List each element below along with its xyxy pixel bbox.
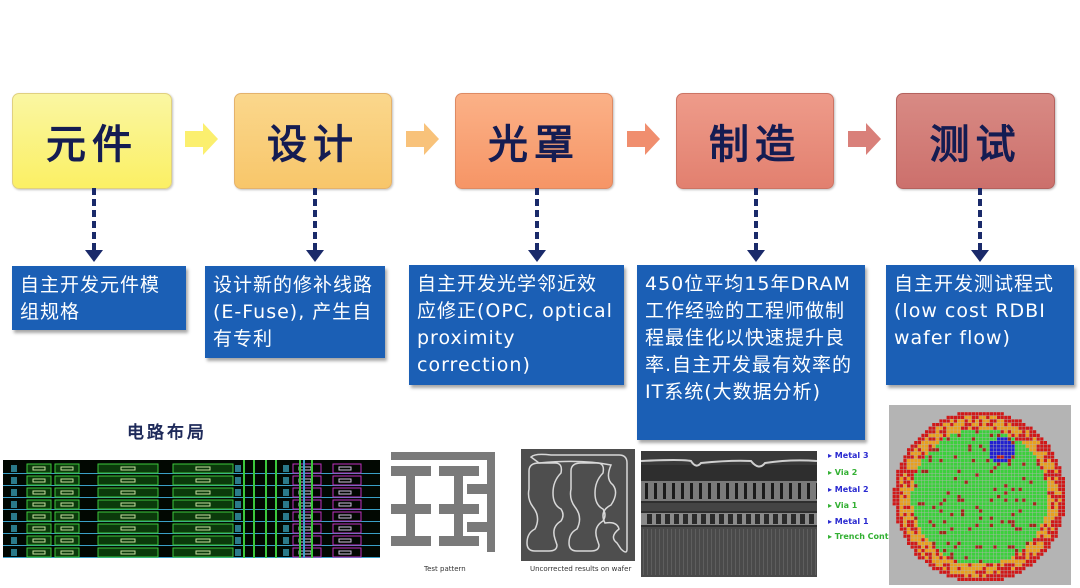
wafer-bin-map-image: [889, 405, 1071, 585]
stage-description: 自主开发光学邻近效应修正(OPC, optical proximity corr…: [409, 265, 624, 385]
cross-section-label: ▸ Trench Contact: [828, 532, 903, 541]
stage-design: 设计: [234, 93, 392, 189]
stage-label: 光罩: [488, 121, 580, 168]
stage-description: 自主开发测试程式 (low cost RDBI wafer flow): [886, 265, 1074, 385]
stage-testing: 测试: [896, 93, 1055, 189]
stage-label: 测试: [929, 121, 1022, 168]
stage-label: 设计: [267, 121, 359, 168]
stage-description: 450位平均15年DRAM工作经验的工程师做制程最佳化以快速提升良率.自主开发最…: [637, 265, 865, 440]
wafer-result-caption: Uncorrected results on wafer: [530, 565, 632, 573]
cross-section-label: ▸ Metal 3: [828, 451, 869, 460]
dashed-arrow-down-icon: [971, 188, 989, 262]
stage-label: 元件: [46, 121, 138, 168]
arrow-right-icon: [185, 123, 218, 155]
opc-test-pattern-image: [391, 452, 497, 554]
cross-section-label: ▸ Via 1: [828, 501, 858, 510]
arrow-right-icon: [406, 123, 439, 155]
stage-manufacturing: 制造: [676, 93, 834, 189]
opc-wafer-result-image: [521, 449, 635, 561]
test-pattern-caption: Test pattern: [424, 565, 466, 573]
stage-component: 元件: [12, 93, 172, 189]
layout-caption: 电路布局: [127, 423, 207, 443]
stage-label: 制造: [709, 121, 801, 168]
dashed-arrow-down-icon: [85, 188, 103, 262]
dashed-arrow-down-icon: [528, 188, 546, 262]
arrow-right-icon: [627, 123, 660, 155]
stage-mask: 光罩: [455, 93, 613, 189]
cross-section-label: ▸ Via 2: [828, 468, 858, 477]
stage-description: 自主开发元件模组规格: [12, 266, 186, 330]
circuit-layout-image: [3, 460, 380, 558]
cross-section-sem-image: [641, 451, 817, 577]
dashed-arrow-down-icon: [306, 188, 324, 262]
cross-section-label: ▸ Metal 1: [828, 517, 869, 526]
arrow-right-icon: [848, 123, 881, 155]
dashed-arrow-down-icon: [747, 188, 765, 262]
stage-description: 设计新的修补线路(E-Fuse), 产生自有专利: [205, 266, 385, 358]
cross-section-label: ▸ Metal 2: [828, 485, 869, 494]
